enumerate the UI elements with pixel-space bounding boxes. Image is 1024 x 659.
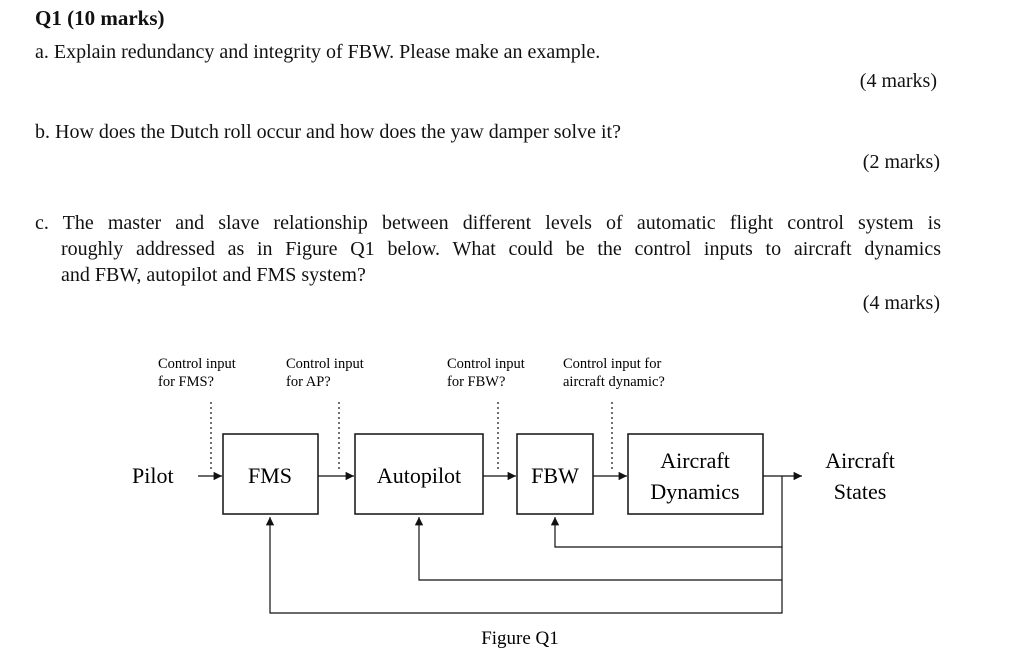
autopilot-label: Autopilot <box>377 463 461 488</box>
part-c-text: c. The master and slave relationship bet… <box>35 210 941 288</box>
fms-block <box>222 433 319 515</box>
pilot-label: Pilot <box>132 463 174 488</box>
feedback-to-autopilot <box>414 517 783 581</box>
fms-label: FMS <box>248 463 292 488</box>
fbw-label: FBW <box>531 463 579 488</box>
part-c-line-1: c. The master and slave relationship bet… <box>35 212 941 234</box>
part-c-marks: (4 marks) <box>862 292 940 314</box>
fbw-block <box>516 433 594 515</box>
figure-caption: Figure Q1 <box>481 628 559 649</box>
feedback-to-fbw <box>550 476 783 548</box>
aircraft-dynamics-block <box>627 433 764 515</box>
question-title: Q1 (10 marks) <box>35 6 165 30</box>
autopilot-block <box>354 433 484 515</box>
feedback-to-fms <box>265 517 783 614</box>
part-a-text: a. Explain redundancy and integrity of F… <box>35 41 601 63</box>
part-b-text: b. How does the Dutch roll occur and how… <box>35 121 621 143</box>
part-b-marks: (2 marks) <box>862 151 940 173</box>
part-a-marks: (4 marks) <box>859 70 937 92</box>
part-c-line-2: roughly addressed as in Figure Q1 below.… <box>61 238 941 260</box>
part-c-line-3: and FBW, autopilot and FMS system? <box>61 264 366 286</box>
